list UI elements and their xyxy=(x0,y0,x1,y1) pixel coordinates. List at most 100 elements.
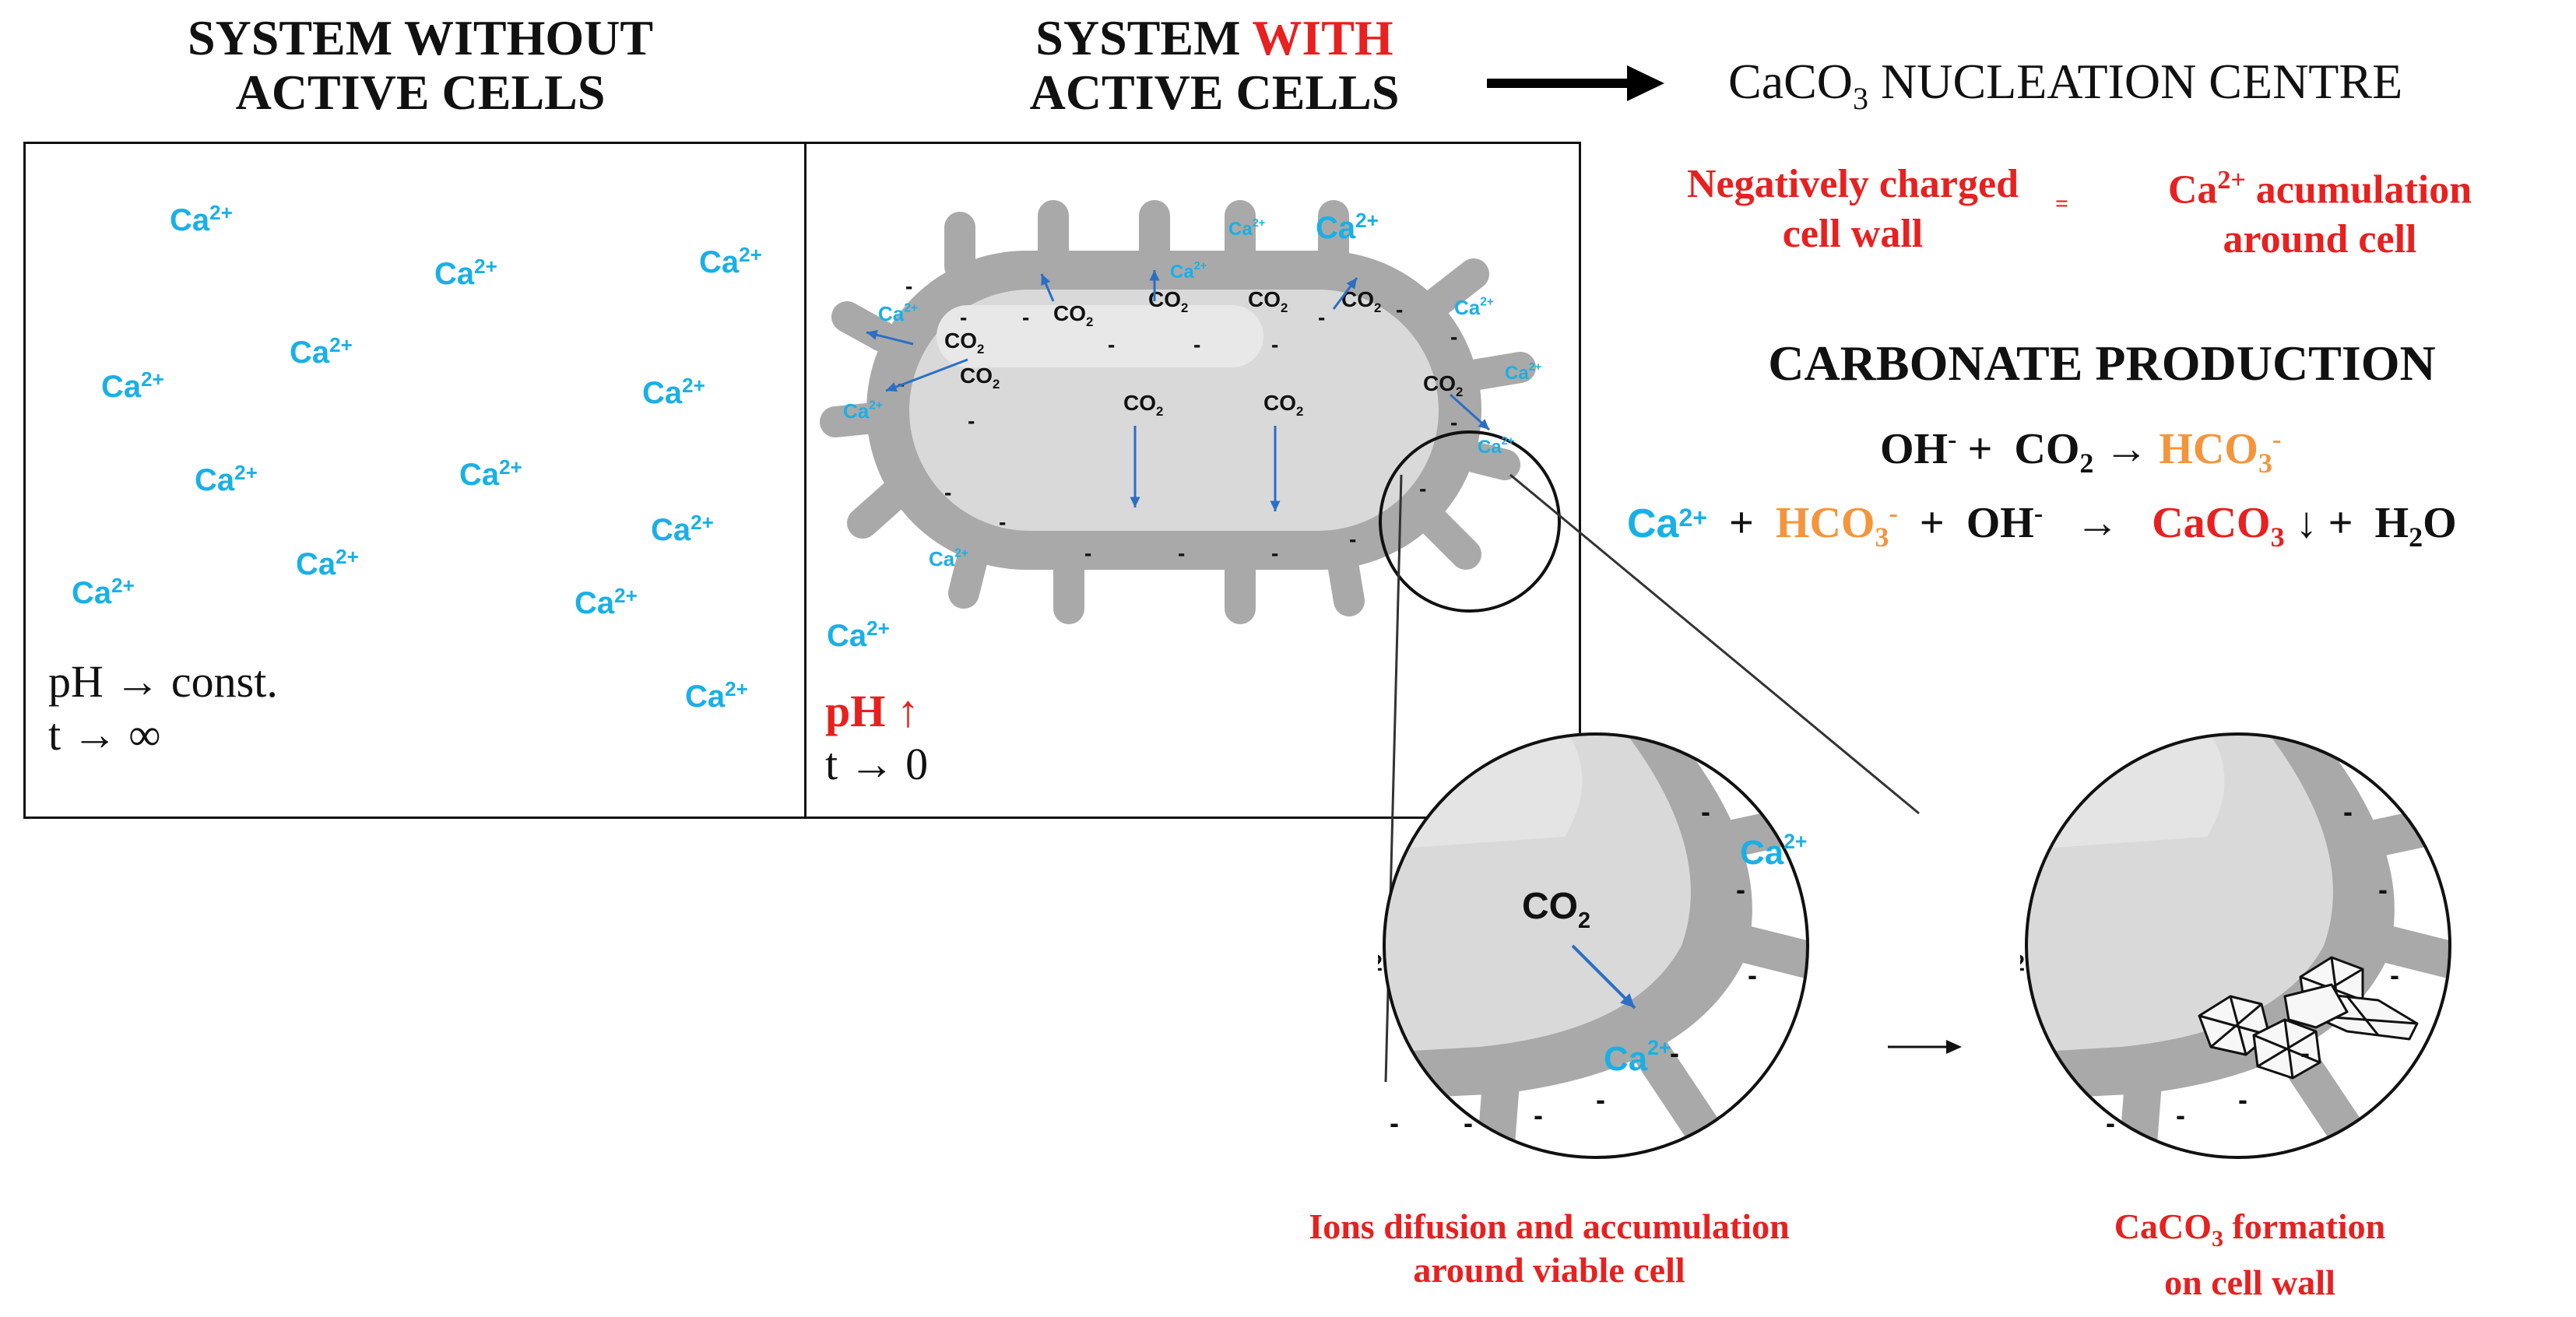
zoom-right-marks: -------2 xyxy=(2020,795,2399,1139)
caption-right-line1: formation xyxy=(2232,1206,2386,1246)
nucleation-rest: NUCLEATION CENTRE xyxy=(1881,54,2403,109)
cell-highlight xyxy=(937,305,1263,367)
header-without-active-cells: SYSTEM WITHOUT ACTIVE CELLS xyxy=(109,11,732,120)
diffusion-arrow-head xyxy=(886,382,898,392)
negatively-charged-cell-wall: Negatively charged cell wall xyxy=(1635,160,2071,259)
negative-charge: - xyxy=(1534,1099,1543,1131)
diffusion-arrow-head xyxy=(1270,500,1281,511)
header-with-highlight: WITH xyxy=(1252,10,1393,65)
nucleation-centre-title: CaCO3 NUCLEATION CENTRE xyxy=(1728,54,2522,126)
calcium-ion-label: Ca2+ xyxy=(827,616,890,653)
carbonate-production-title: CARBONATE PRODUCTION xyxy=(1768,335,2436,391)
negative-charge: - xyxy=(1419,476,1426,500)
ca-accumulation-around-cell: Ca2+ acumulation around cell xyxy=(2117,156,2522,265)
panel-with-active-cells xyxy=(804,142,1581,819)
middle-t-line: t → 0 xyxy=(825,739,929,789)
eq2-plus3: + xyxy=(2328,499,2353,547)
zoom-circle-caco3-formation: -------2 xyxy=(2020,732,2451,1159)
co2-label-partial: 2 xyxy=(1378,951,1383,976)
eq1-hco3: HCO3- xyxy=(2159,425,2282,479)
negative-charge: - xyxy=(2238,1083,2247,1115)
negative-charge: - xyxy=(944,480,951,504)
eq2-down-arrow: ↓ xyxy=(2295,499,2318,547)
negative-charge: - xyxy=(999,510,1006,534)
diffusion-arrow-head xyxy=(1149,270,1160,281)
caption-caco3-formation: CaCO3 formation on cell wall xyxy=(2008,1205,2491,1305)
caption-ion-diffusion: Ions difusion and accumulation around vi… xyxy=(1207,1205,1892,1292)
negative-charge: - xyxy=(1464,1107,1473,1139)
calcium-ion-label: Ca2+ xyxy=(296,545,359,581)
negative-charge: - xyxy=(1178,541,1185,565)
eq1-plus: + xyxy=(1967,425,1993,473)
eq1-oh-minus: - xyxy=(1948,425,1957,455)
diffusion-arrow-head xyxy=(1346,278,1357,290)
calcium-ion-label: Ca2+ xyxy=(170,201,233,237)
equation-hydroxide-co2: OH- + CO2 → HCO3- xyxy=(1880,424,2281,479)
negative-charge: - xyxy=(1318,305,1325,329)
co2-label: CO2 xyxy=(1248,287,1288,315)
eq2-caco3: CaCO3 xyxy=(2152,499,2285,553)
arrow-right-small-icon xyxy=(1888,1040,1962,1054)
header-with-prefix: SYSTEM xyxy=(1035,10,1241,65)
eq2-oh-minus: - xyxy=(2033,499,2044,529)
eq1-co2: CO xyxy=(2014,425,2080,473)
co2-label: CO2 xyxy=(960,363,1000,392)
eq1-co2-sub: 2 xyxy=(2079,448,2094,479)
negative-charge: - xyxy=(968,409,975,433)
middle-ph-line: pH ↑ xyxy=(825,686,919,736)
arrow-right-icon xyxy=(1487,65,1664,101)
cell-wall-line1: Negatively charged xyxy=(1686,162,2019,206)
calcium-ion-label: Ca2+ xyxy=(434,255,497,291)
negative-charge: - xyxy=(1670,1037,1679,1069)
caption-right-sub: 3 xyxy=(2211,1226,2223,1252)
negative-charge: - xyxy=(2300,1037,2310,1069)
eq2-plus2: + xyxy=(1919,499,1945,547)
left-ph-label: pH → const. t → ∞ xyxy=(48,655,278,761)
calcium-ion-label: Ca2+ xyxy=(72,574,135,610)
calcium-ion-label: Ca2+ xyxy=(575,584,638,620)
co2-label: CO2 xyxy=(1123,391,1163,419)
accum-ca-charge: 2+ xyxy=(2217,166,2246,195)
calcium-ion-label: Ca2+ xyxy=(195,461,258,497)
negative-charge: - xyxy=(898,371,905,395)
negative-charge: - xyxy=(2343,795,2353,827)
negative-charge: - xyxy=(2390,959,2399,991)
caption-right-prefix: CaCO xyxy=(2114,1206,2212,1246)
calcium-ion-label: Ca2+ xyxy=(1170,260,1207,283)
left-t-line: t → ∞ xyxy=(48,709,161,760)
calcium-ion-label: Ca2+ xyxy=(1316,209,1379,245)
accum-ca-base: Ca xyxy=(2167,167,2218,212)
co2-label: CO2 xyxy=(944,328,984,356)
accum-line2: around cell xyxy=(2223,217,2417,262)
eq2-ca: Ca2+ xyxy=(1627,501,1707,546)
calcium-ion-label: Ca2+ xyxy=(878,301,918,325)
negative-charge: - xyxy=(1748,959,1757,991)
calcium-ion-label: Ca2+ xyxy=(651,511,714,547)
header-with-suffix: ACTIVE CELLS xyxy=(1029,65,1400,120)
calcium-ion-label: Ca2+ xyxy=(685,677,748,714)
calcium-ion-label: Ca2+ xyxy=(1505,361,1541,384)
eq2-plus1: + xyxy=(1728,499,1754,547)
negative-charge: - xyxy=(1396,297,1403,321)
zoom-circle-ion-diffusion: --------CO22Ca2+Ca2+ xyxy=(1378,732,1809,1159)
negative-charge: - xyxy=(1108,332,1115,356)
diffusion-arrow xyxy=(885,358,968,392)
zoom-left-marks: --------CO22Ca2+Ca2+ xyxy=(1378,795,1807,1139)
negative-charge: - xyxy=(1596,1083,1605,1115)
calcium-ion-label: Ca2+ xyxy=(1740,830,1807,872)
caption-right-line2: on cell wall xyxy=(2164,1263,2335,1303)
eq1-arrow: → xyxy=(2104,425,2149,473)
calcium-ion-label: Ca2+ xyxy=(290,333,353,370)
header-with-active-cells: SYSTEM WITH ACTIVE CELLS xyxy=(965,11,1464,120)
header-without-text: SYSTEM WITHOUT ACTIVE CELLS xyxy=(187,10,654,120)
co2-label: CO2 xyxy=(1522,886,1590,933)
calcium-ion-label: Ca2+ xyxy=(929,546,968,571)
negative-charge: - xyxy=(1271,541,1278,565)
eq2-h2o: H2O xyxy=(2374,499,2457,553)
negative-charge: - xyxy=(2378,873,2388,905)
calcium-ion-label: Ca2+ xyxy=(1478,435,1514,458)
negative-charge: - xyxy=(1271,332,1278,356)
negative-charge: - xyxy=(1349,527,1356,551)
